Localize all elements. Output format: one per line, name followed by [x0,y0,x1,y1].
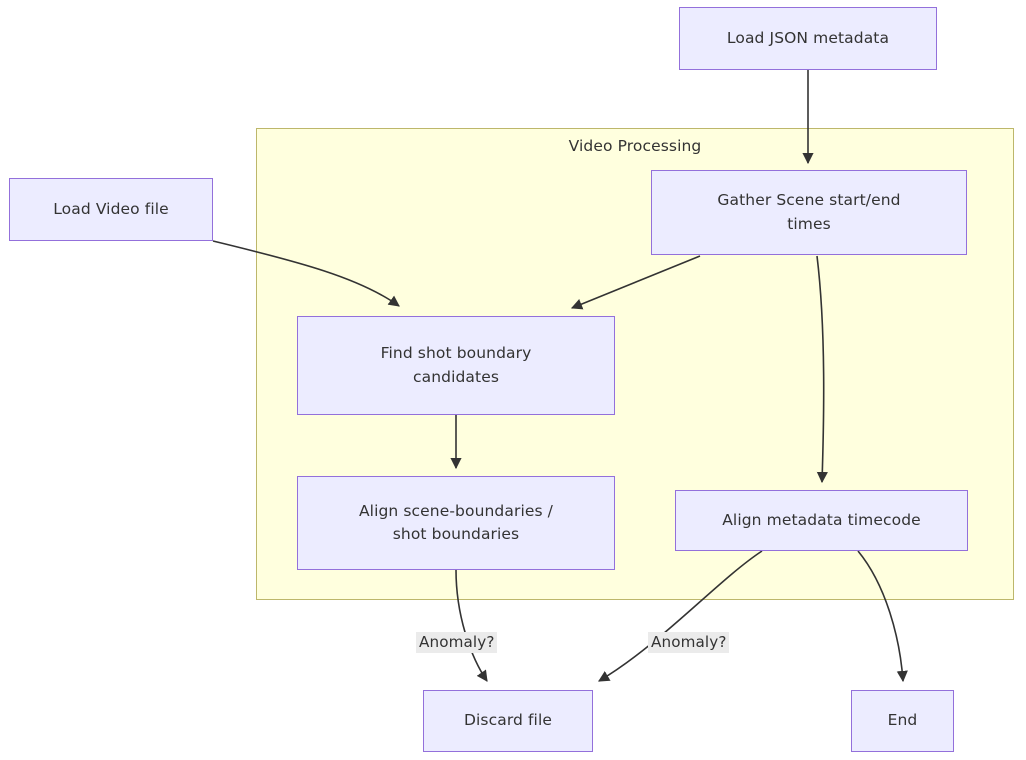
edge-label-anomaly-label-left: Anomaly? [416,632,498,653]
node-align-metadata-timecode[interactable]: Align metadata timecode [675,490,968,551]
node-label: Find shot boundary candidates [380,344,532,386]
node-label: Gather Scene start/end times [717,191,901,233]
node-label: Discard file [463,711,552,730]
node-align-scene-shot-boundaries[interactable]: Align scene-boundaries / shot boundaries [297,476,615,570]
subgraph-title: Video Processing [568,137,702,155]
node-end[interactable]: End [851,690,954,752]
node-load-json-metadata[interactable]: Load JSON metadata [679,7,937,70]
node-label: End [887,711,918,730]
node-label: Align metadata timecode [722,510,921,529]
node-load-video-file[interactable]: Load Video file [9,178,213,241]
edge-label-anomaly-label-right: Anomaly? [648,632,730,653]
node-gather-scene-times[interactable]: Gather Scene start/end times [651,170,967,255]
node-find-shot-boundary-candidates[interactable]: Find shot boundary candidates [297,316,615,415]
node-label: Load Video file [53,199,169,218]
node-label: Load JSON metadata [726,28,890,47]
node-label: Align scene-boundaries / shot boundaries [358,501,554,543]
node-discard-file[interactable]: Discard file [423,690,593,752]
